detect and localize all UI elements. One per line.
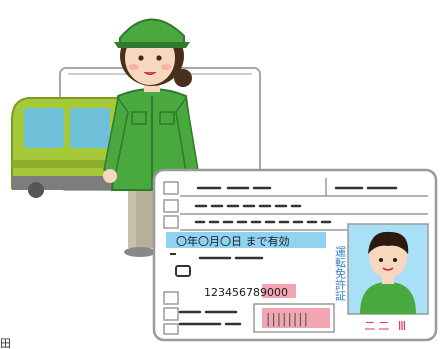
license-number: 123456789000 <box>204 286 288 299</box>
id-photo-icon <box>347 223 429 315</box>
photo-caption: ニニ Ⅲ <box>364 319 408 333</box>
corner-mark: 田 <box>0 337 11 349</box>
license-class-marks: |||||||| <box>266 312 309 327</box>
expiry-text: 〇年〇月〇日 まで有効 <box>176 234 290 248</box>
driver-license-card: 〇年〇月〇日 まで有効 123456789000 |||||||| 運転免許証 … <box>152 168 438 342</box>
license-vertical-title: 運転免許証 <box>334 246 347 302</box>
